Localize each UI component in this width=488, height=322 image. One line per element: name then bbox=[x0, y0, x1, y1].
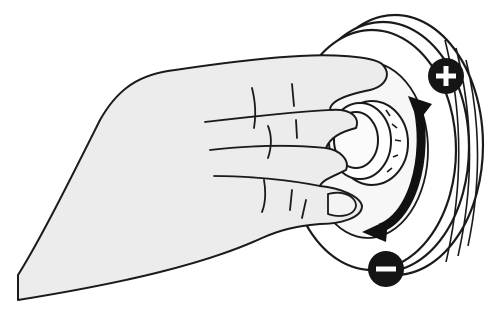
decrease-badge: − bbox=[368, 251, 404, 287]
hand-silhouette bbox=[18, 55, 387, 300]
increase-badge: + bbox=[428, 58, 464, 94]
hand bbox=[18, 55, 387, 300]
